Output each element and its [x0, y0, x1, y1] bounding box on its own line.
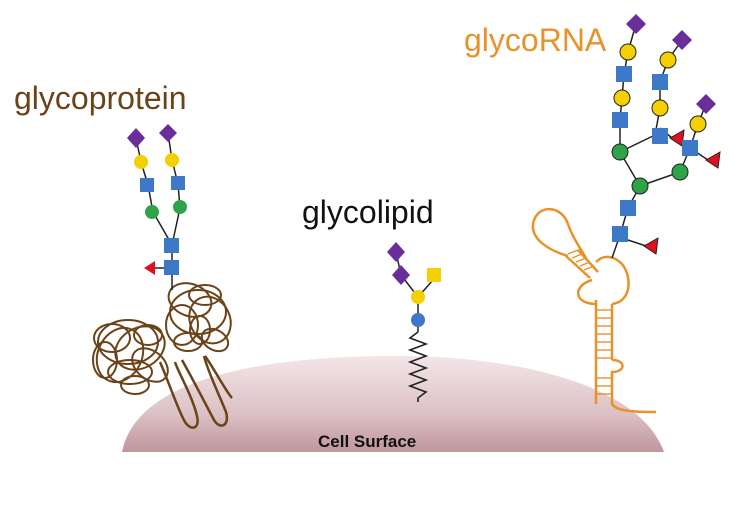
galactose-circle-icon	[689, 115, 707, 133]
sialic-acid-diamond-icon	[392, 265, 410, 285]
glycolipid-label: glycolipid	[302, 194, 434, 230]
sialic-acid-diamond-icon	[387, 242, 405, 262]
glycoprotein-group	[92, 124, 233, 429]
glucose-circle-icon	[411, 313, 425, 327]
galactose-circle-icon	[619, 43, 637, 61]
mannose-circle-icon	[145, 205, 159, 219]
glycorna-label: glycoRNA	[464, 22, 607, 58]
glcnac-square-icon	[616, 66, 632, 82]
sialic-acid-diamond-icon	[159, 124, 177, 142]
mannose-circle-icon	[173, 200, 187, 214]
rna-stem-basepairs	[596, 309, 612, 395]
glcnac-square-icon	[164, 260, 179, 275]
galactose-circle-icon	[651, 99, 669, 117]
galactose-circle-icon	[659, 51, 677, 69]
glcnac-square-icon	[652, 74, 668, 90]
protein-loop-1	[158, 361, 199, 429]
sialic-acid-diamond-icon	[626, 14, 646, 34]
fucose-triangle-icon	[144, 261, 155, 275]
glycoprotein-label: glycoprotein	[14, 80, 187, 116]
rna-hairpin-basepairs	[567, 249, 595, 271]
fucose-triangle-icon	[643, 237, 659, 255]
fucose-triangle-icon	[669, 129, 685, 147]
galactose-circle-icon	[165, 153, 179, 167]
cell-surface-label: Cell Surface	[318, 432, 417, 451]
protein-coil-left	[92, 319, 169, 395]
mannose-circle-icon	[631, 177, 649, 195]
cell-surface-membrane	[122, 355, 664, 452]
mannose-circle-icon	[611, 143, 629, 161]
galactose-circle-icon	[613, 89, 631, 107]
mannose-circle-icon	[671, 163, 689, 181]
rna-hairpin-loop	[531, 208, 588, 259]
lipid-tail-zigzag	[407, 331, 429, 402]
glcnac-square-icon	[164, 238, 179, 253]
fucose-triangle-icon	[705, 151, 721, 169]
protein-loop-2	[180, 355, 229, 427]
galactose-circle-icon	[134, 155, 148, 169]
glcnac-square-icon	[620, 200, 636, 216]
rna-bulge	[610, 358, 657, 414]
sialic-acid-diamond-icon	[696, 94, 716, 114]
protein-loop-3	[203, 355, 233, 399]
rna-central-loop	[577, 255, 630, 306]
galnac-square-icon	[427, 268, 441, 282]
protein-coil-right	[165, 282, 232, 353]
glcnac-square-icon	[652, 128, 668, 144]
glcnac-square-icon	[171, 176, 185, 190]
glcnac-square-icon	[612, 226, 628, 242]
sialic-acid-diamond-icon	[672, 30, 692, 50]
galactose-circle-icon	[411, 290, 425, 304]
glcnac-square-icon	[612, 112, 628, 128]
sialic-acid-diamond-icon	[127, 128, 145, 148]
glycorna-group	[531, 208, 657, 414]
glcnac-square-icon	[682, 140, 698, 156]
glycorna-glycan	[611, 14, 721, 259]
glycolipid-group	[387, 242, 441, 402]
glcnac-square-icon	[140, 178, 154, 192]
